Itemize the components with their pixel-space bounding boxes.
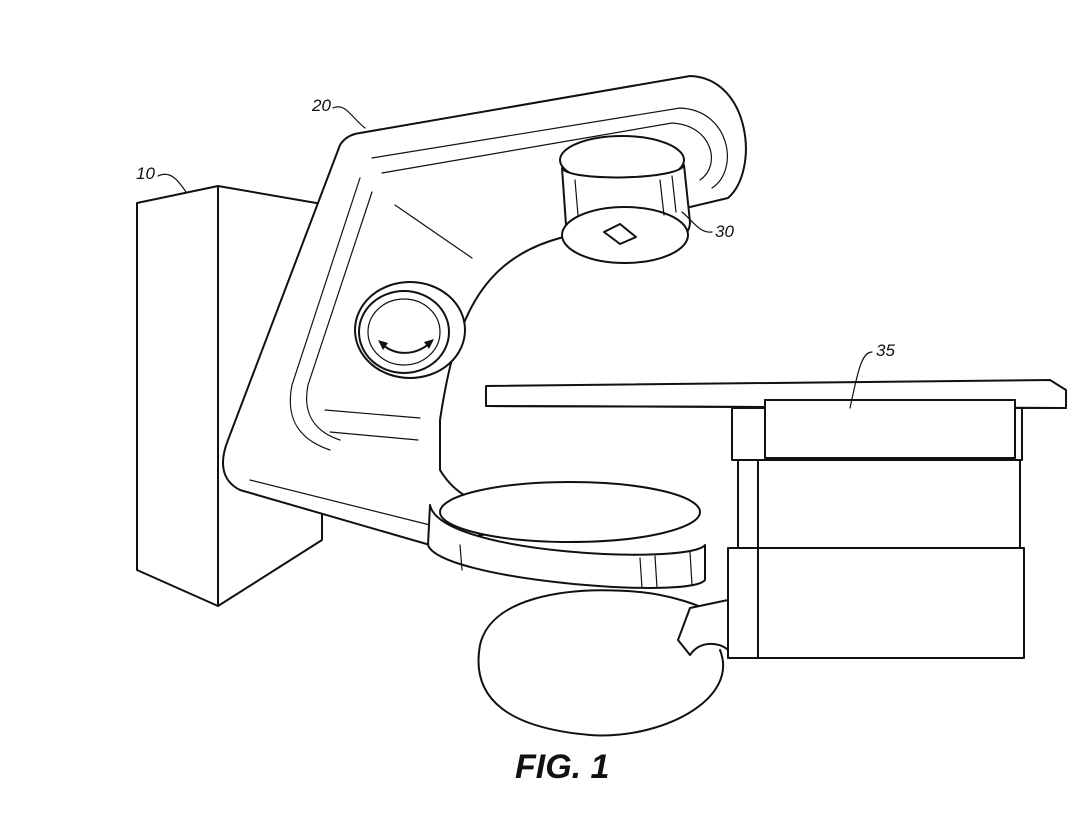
label-35: 35 <box>849 341 895 409</box>
svg-text:30: 30 <box>715 222 734 241</box>
rotation-arrow-icon <box>378 339 434 354</box>
floor-turntable <box>477 589 724 737</box>
imager-disc <box>427 481 706 589</box>
collimator-head <box>559 135 691 264</box>
label-30: 30 <box>681 211 734 241</box>
svg-text:35: 35 <box>876 341 895 360</box>
patient-couch <box>485 379 1067 659</box>
figure-caption: FIG. 1 <box>515 748 609 786</box>
svg-text:20: 20 <box>311 96 331 115</box>
rotation-knob <box>354 281 466 379</box>
label-10: 10 <box>136 164 187 193</box>
svg-text:10: 10 <box>136 164 155 183</box>
label-20: 20 <box>311 96 366 129</box>
